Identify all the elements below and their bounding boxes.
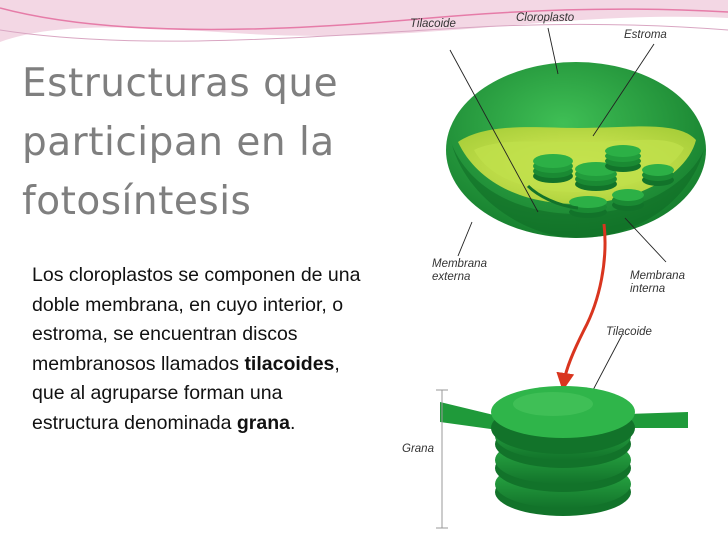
term-grana: grana	[236, 411, 290, 434]
slide-title-line-1: Estructuras que	[22, 61, 339, 106]
label-estroma: Estroma	[624, 29, 667, 41]
grana-bracket	[436, 389, 448, 529]
label-cloroplasto: Cloroplasto	[516, 12, 575, 24]
label-membrana-externa-line-1: Membrana	[432, 258, 487, 270]
slide-title-line-2: participan en la	[22, 120, 335, 165]
label-membrana-externa-line-2: externa	[432, 271, 471, 283]
term-tilacoides: tilacoides	[244, 352, 335, 375]
body-text-part-1: Los cloroplastos se componen de una dobl…	[32, 264, 361, 375]
slide-title: Estructuras que participan en la fotosín…	[22, 54, 367, 231]
chloroplast-diagram: Tilacoide Cloroplasto Estroma Membrana e…	[388, 0, 728, 546]
label-membrana-interna-line-2: interna	[630, 283, 666, 295]
body-text-part-3: .	[289, 411, 296, 434]
slide-title-line-3: fotosíntesis	[22, 179, 252, 224]
label-membrana-interna: Membrana interna	[630, 270, 685, 296]
magnify-arrow	[556, 223, 607, 391]
label-tilacoide-bottom: Tilacoide	[606, 326, 652, 338]
thylakoid-stacks	[526, 145, 674, 218]
slide-header-decoration	[0, 0, 728, 42]
grana-stack	[440, 386, 688, 516]
body-text-part-2: , que al agruparse forman una estructura…	[32, 352, 340, 434]
leader-lines	[449, 27, 667, 393]
label-membrana-interna-line-1: Membrana	[630, 270, 685, 282]
label-tilacoide-top: Tilacoide	[410, 18, 456, 30]
label-grana: Grana	[402, 443, 434, 455]
label-membrana-externa: Membrana externa	[432, 258, 487, 284]
chloroplast-illustration	[436, 27, 706, 529]
slide-body-text: Los cloroplastos se componen de una dobl…	[32, 261, 370, 438]
